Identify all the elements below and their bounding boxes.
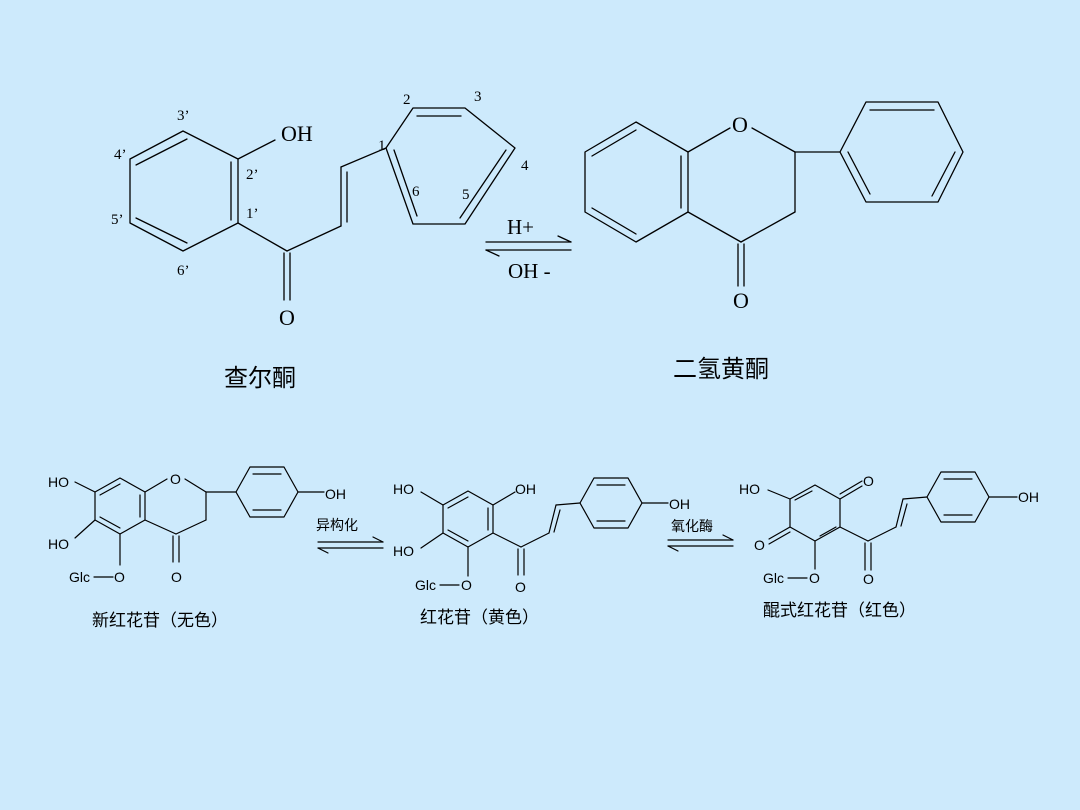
isomerization-arrows xyxy=(317,536,384,554)
carthamin-glc: Glc xyxy=(415,577,436,593)
neocarthamin-name: 新红花苷（无色） xyxy=(92,611,228,630)
carthamin-glc-o: O xyxy=(461,577,472,593)
position-3p-label: 3’ xyxy=(177,108,190,124)
carthamin-carbonyl-o: O xyxy=(515,579,526,595)
carthamin-structure xyxy=(420,477,669,577)
position-6p-label: 6’ xyxy=(177,263,190,279)
chalcone-oh-label: OH xyxy=(281,121,313,146)
acid-base-equilibrium-arrows xyxy=(485,235,572,257)
neocarthamin-ho-bottom: HO xyxy=(48,536,69,552)
neocarthamin-carbonyl-o: O xyxy=(171,569,182,585)
quinone-ho: HO xyxy=(739,481,760,497)
neocarthamin-structure xyxy=(74,466,325,566)
neocarthamin-ho-top: HO xyxy=(48,474,69,490)
quinone-o-left: O xyxy=(754,537,765,553)
position-5-label: 5 xyxy=(462,187,470,203)
carthamin-name: 红花苷（黄色） xyxy=(420,608,539,627)
flavanone-name: 二氢黄酮 xyxy=(673,356,769,383)
flavanone-structure xyxy=(584,101,964,287)
neocarthamin-ring-o: O xyxy=(170,471,181,487)
quinone-carbonyl-o: O xyxy=(863,571,874,587)
neocarthamin-glc: Glc xyxy=(69,569,90,585)
quinone-carthamin-structure xyxy=(767,471,1018,571)
oxidase-arrows xyxy=(667,534,734,552)
chalcone-structure xyxy=(129,107,516,301)
position-4-label: 4 xyxy=(521,158,529,174)
carthamin-ho-top: HO xyxy=(393,481,414,497)
position-1-label: 1 xyxy=(378,138,386,154)
quinone-glc: Glc xyxy=(763,570,784,586)
flavanone-carbonyl-o-label: O xyxy=(733,288,749,313)
chalcone-o-label: O xyxy=(279,305,295,330)
carthamin-oh: OH xyxy=(669,496,690,512)
base-label: OH - xyxy=(508,259,551,283)
position-4p-label: 4’ xyxy=(114,147,127,163)
flavanone-ring-o-label: O xyxy=(732,112,748,137)
chalcone-name: 查尔酮 xyxy=(224,365,296,392)
position-5p-label: 5’ xyxy=(111,212,124,228)
position-3-label: 3 xyxy=(474,89,482,105)
neocarthamin-glc-o: O xyxy=(114,569,125,585)
carthamin-oh-ring: OH xyxy=(515,481,536,497)
oxidase-label: 氧化酶 xyxy=(671,518,713,534)
position-2-label: 2 xyxy=(403,92,411,108)
quinone-glc-o: O xyxy=(809,570,820,586)
quinone-carthamin-name: 醌式红花苷（红色） xyxy=(763,601,916,620)
isomerization-label: 异构化 xyxy=(316,517,358,533)
acid-label: H+ xyxy=(507,215,534,239)
position-6-label: 6 xyxy=(412,184,420,200)
position-2p-label: 2’ xyxy=(246,167,259,183)
quinone-oh: OH xyxy=(1018,489,1039,505)
neocarthamin-oh: OH xyxy=(325,486,346,502)
quinone-o-top: O xyxy=(863,473,874,489)
position-1p-label: 1’ xyxy=(246,206,259,222)
carthamin-ho-bottom: HO xyxy=(393,543,414,559)
